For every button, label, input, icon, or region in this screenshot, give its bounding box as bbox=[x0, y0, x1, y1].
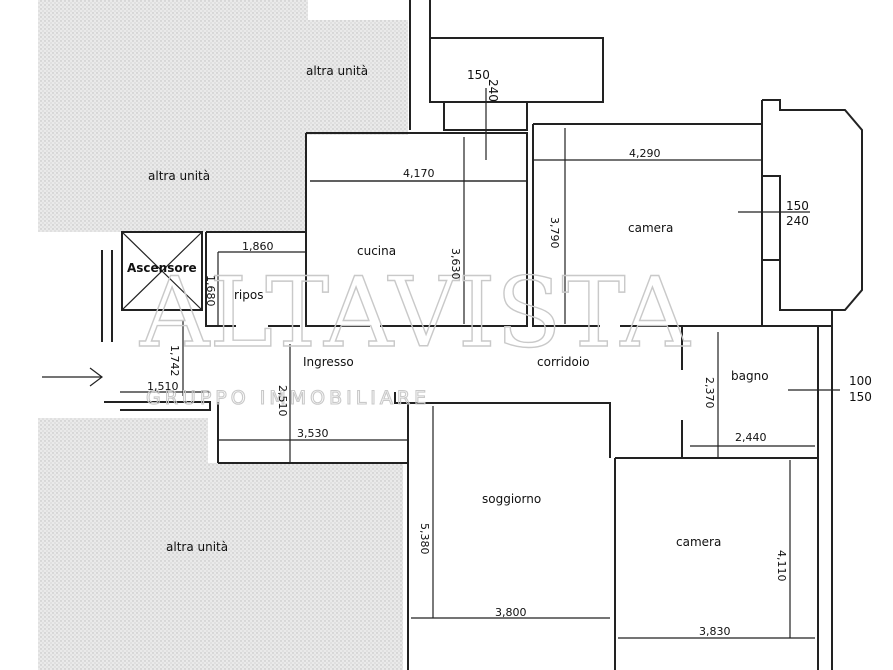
dim-240-top: 240 bbox=[486, 79, 500, 102]
dim-150-right: 150 bbox=[786, 199, 809, 213]
label-corridoio: corridoio bbox=[537, 355, 590, 369]
dim-camera-bottom-height: 4,110 bbox=[775, 550, 788, 582]
dim-entry-height: 1,742 bbox=[168, 345, 181, 377]
label-soggiorno: soggiorno bbox=[482, 492, 541, 506]
dimension-labels: 150 240 150 240 100 150 4,170 3,630 4,29… bbox=[147, 68, 872, 638]
label-camera-top: camera bbox=[628, 221, 673, 235]
dim-camera-bottom-width: 3,830 bbox=[699, 625, 731, 638]
dim-camera-top-width: 4,290 bbox=[629, 147, 661, 160]
label-ingresso: Ingresso bbox=[303, 355, 354, 369]
watermark-main: ALTAVISTA bbox=[139, 257, 691, 369]
dimension-lines bbox=[120, 88, 840, 638]
dim-100: 100 bbox=[849, 374, 872, 388]
dim-camera-top-height: 3,790 bbox=[548, 217, 561, 249]
dim-240-right: 240 bbox=[786, 214, 809, 228]
entry-arrow-icon bbox=[42, 367, 103, 387]
dim-cucina-height: 3,630 bbox=[449, 248, 462, 280]
dim-150: 150 bbox=[849, 390, 872, 404]
label-altra-unita-left: altra unità bbox=[148, 169, 210, 183]
dim-cucina-width: 4,170 bbox=[403, 167, 435, 180]
label-cucina: cucina bbox=[357, 244, 396, 258]
label-altra-unita-bottom: altra unità bbox=[166, 540, 228, 554]
shaded-area-top-left bbox=[38, 0, 408, 232]
walls bbox=[101, 0, 863, 670]
watermark-sub: GRUPPO IMMOBILIARE bbox=[146, 387, 430, 409]
dim-bagno-height: 2,370 bbox=[703, 377, 716, 409]
dim-ingresso-height: 2,510 bbox=[276, 385, 289, 417]
label-ascensore: Ascensore bbox=[127, 261, 197, 275]
room-labels: altra unità altra unità altra unità Asce… bbox=[127, 64, 769, 554]
dim-ingresso-width: 3,530 bbox=[297, 427, 329, 440]
label-ripos: ripos bbox=[234, 288, 263, 302]
dim-entry-width: 1,510 bbox=[147, 380, 179, 393]
label-camera-bottom: camera bbox=[676, 535, 721, 549]
shaded-area-bottom-left bbox=[38, 418, 403, 670]
dim-bagno-width: 2,440 bbox=[735, 431, 767, 444]
dim-150-top: 150 bbox=[467, 68, 490, 82]
watermark: ALTAVISTA GRUPPO IMMOBILIARE bbox=[138, 256, 692, 409]
dim-soggiorno-width: 3,800 bbox=[495, 606, 527, 619]
dim-ripos-height: 1,680 bbox=[204, 275, 217, 307]
dim-soggiorno-height: 5,380 bbox=[418, 523, 431, 555]
label-bagno: bagno bbox=[731, 369, 769, 383]
dim-ripos-width: 1,860 bbox=[242, 240, 274, 253]
label-altra-unita-top: altra unità bbox=[306, 64, 368, 78]
